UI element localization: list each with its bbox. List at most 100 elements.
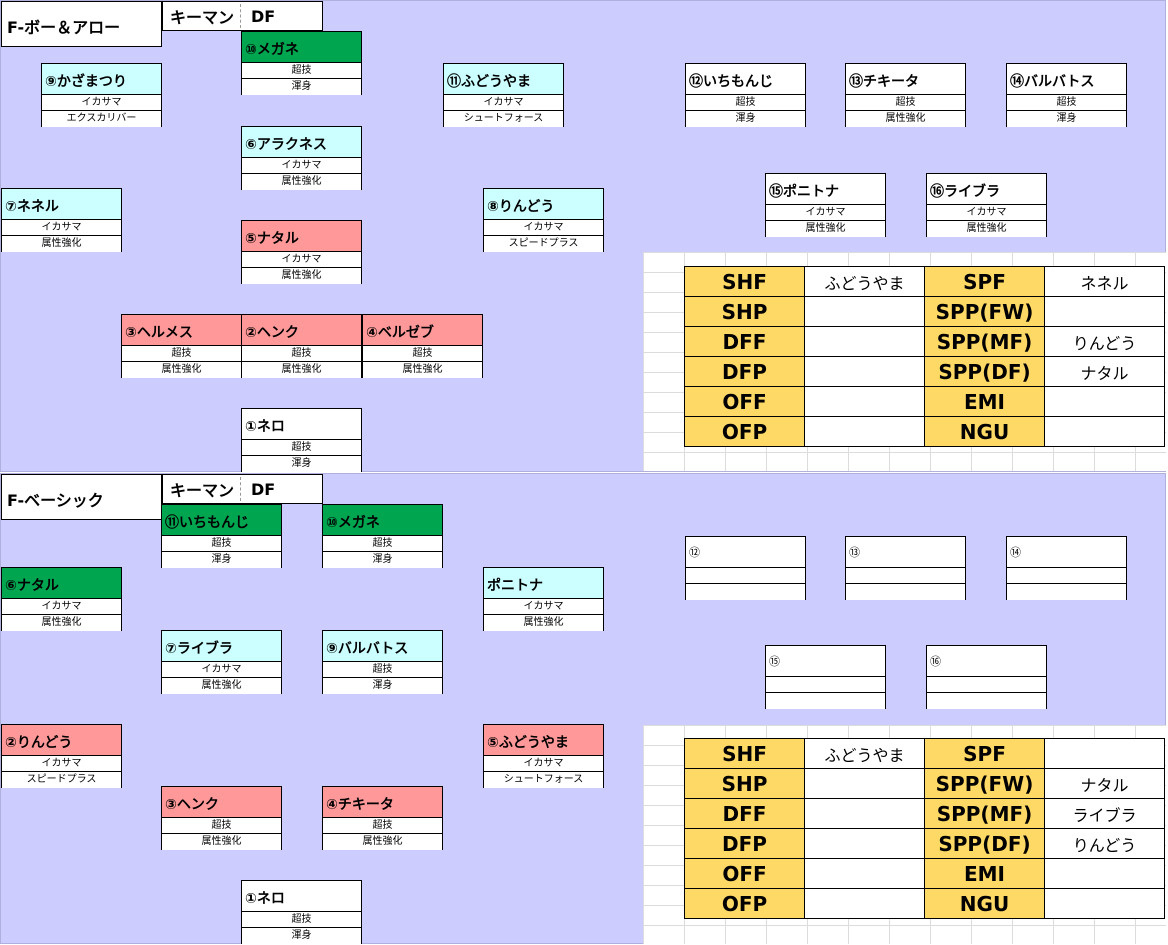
- stat-value[interactable]: [1044, 386, 1165, 417]
- player-skill[interactable]: イカサマ: [242, 158, 361, 174]
- player-skill[interactable]: [927, 693, 1046, 709]
- player-name[interactable]: ③ヘンク: [162, 787, 281, 818]
- player-skill[interactable]: 超技: [363, 346, 482, 362]
- player-skill[interactable]: 属性強化: [162, 834, 281, 850]
- player-skill[interactable]: 属性強化: [363, 362, 482, 378]
- player-card[interactable]: ⑪いちもんじ 超技 渾身: [161, 504, 282, 568]
- player-name[interactable]: ①ネロ: [242, 409, 361, 440]
- stat-label[interactable]: SPF: [924, 738, 1045, 769]
- player-card[interactable]: ⑦ネネル イカサマ 属性強化: [1, 188, 122, 252]
- stat-label[interactable]: OFP: [684, 888, 805, 919]
- player-name[interactable]: ⑬: [846, 537, 965, 568]
- player-skill[interactable]: 属性強化: [927, 221, 1046, 237]
- stat-value[interactable]: [804, 386, 925, 417]
- player-skill[interactable]: イカサマ: [2, 599, 121, 615]
- player-name[interactable]: ⑯: [927, 646, 1046, 677]
- keyman-box[interactable]: キーマン DF: [162, 474, 323, 504]
- stat-value[interactable]: [804, 326, 925, 357]
- player-card[interactable]: ⑨バルバトス 超技 渾身: [322, 630, 443, 694]
- stat-label[interactable]: EMI: [924, 386, 1045, 417]
- stat-label[interactable]: SPP(FW): [924, 296, 1045, 327]
- player-skill[interactable]: 属性強化: [484, 615, 603, 631]
- player-card[interactable]: ⑥アラクネス イカサマ 属性強化: [241, 126, 362, 190]
- player-name[interactable]: ⑧りんどう: [484, 189, 603, 220]
- keyman-value[interactable]: DF: [251, 6, 276, 26]
- stat-label[interactable]: OFF: [684, 386, 805, 417]
- player-skill[interactable]: 渾身: [242, 456, 361, 472]
- player-skill[interactable]: イカサマ: [2, 756, 121, 772]
- player-skill[interactable]: 属性強化: [323, 834, 442, 850]
- player-skill[interactable]: イカサマ: [484, 220, 603, 236]
- player-card[interactable]: ⑪ふどうやま イカサマ シュートフォース: [443, 63, 564, 127]
- stat-value[interactable]: ふどうやま: [804, 266, 925, 297]
- player-name[interactable]: ⑪ふどうやま: [444, 64, 563, 95]
- player-skill[interactable]: 渾身: [686, 111, 805, 127]
- player-card[interactable]: ⑯: [926, 645, 1047, 709]
- player-skill[interactable]: 超技: [323, 818, 442, 834]
- player-skill[interactable]: 超技: [323, 536, 442, 552]
- player-skill[interactable]: イカサマ: [484, 756, 603, 772]
- stat-value[interactable]: [804, 828, 925, 859]
- player-skill[interactable]: [766, 677, 885, 693]
- player-card[interactable]: ⑫: [685, 536, 806, 600]
- player-skill[interactable]: [1007, 584, 1126, 600]
- player-card[interactable]: ⑦ライブラ イカサマ 属性強化: [161, 630, 282, 694]
- player-card[interactable]: ⑥ナタル イカサマ 属性強化: [1, 567, 122, 631]
- player-name[interactable]: ⑦ライブラ: [162, 631, 281, 662]
- player-name[interactable]: ⑭バルバトス: [1007, 64, 1126, 95]
- stat-label[interactable]: DFP: [684, 828, 805, 859]
- stat-label[interactable]: SPP(DF): [924, 828, 1045, 859]
- stat-label[interactable]: SHP: [684, 296, 805, 327]
- player-card[interactable]: ④チキータ 超技 属性強化: [322, 786, 443, 850]
- stat-label[interactable]: SPP(DF): [924, 356, 1045, 387]
- player-name[interactable]: ②ヘンク: [242, 315, 361, 346]
- player-name[interactable]: ⑤ナタル: [242, 221, 361, 252]
- player-skill[interactable]: 超技: [1007, 95, 1126, 111]
- player-card[interactable]: ⑯ライブラ イカサマ 属性強化: [926, 173, 1047, 237]
- player-name[interactable]: ⑬チキータ: [846, 64, 965, 95]
- player-card[interactable]: ⑫いちもんじ 超技 渾身: [685, 63, 806, 127]
- stat-label[interactable]: DFF: [684, 798, 805, 829]
- player-name[interactable]: ポニトナ: [484, 568, 603, 599]
- stat-label[interactable]: SPP(MF): [924, 798, 1045, 829]
- player-card[interactable]: ③ヘルメス 超技 属性強化: [121, 314, 242, 378]
- player-name[interactable]: ⑥アラクネス: [242, 127, 361, 158]
- stat-label[interactable]: OFP: [684, 416, 805, 447]
- player-skill[interactable]: イカサマ: [42, 95, 161, 111]
- player-skill[interactable]: イカサマ: [2, 220, 121, 236]
- player-skill[interactable]: 渾身: [323, 678, 442, 694]
- player-skill[interactable]: 超技: [162, 536, 281, 552]
- player-name[interactable]: ⑩メガネ: [242, 32, 361, 63]
- player-card[interactable]: ③ヘンク 超技 属性強化: [161, 786, 282, 850]
- player-skill[interactable]: 超技: [323, 662, 442, 678]
- player-skill[interactable]: [846, 584, 965, 600]
- stat-label[interactable]: SPF: [924, 266, 1045, 297]
- player-skill[interactable]: 超技: [242, 440, 361, 456]
- stat-value[interactable]: りんどう: [1044, 326, 1165, 357]
- stat-label[interactable]: SPP(MF): [924, 326, 1045, 357]
- player-skill[interactable]: 属性強化: [242, 174, 361, 190]
- player-skill[interactable]: 渾身: [242, 928, 361, 944]
- stat-label[interactable]: DFP: [684, 356, 805, 387]
- player-skill[interactable]: シュートフォース: [484, 772, 603, 788]
- player-name[interactable]: ④チキータ: [323, 787, 442, 818]
- player-card[interactable]: ⑬チキータ 超技 属性強化: [845, 63, 966, 127]
- player-skill[interactable]: 超技: [122, 346, 241, 362]
- player-name[interactable]: ②りんどう: [2, 725, 121, 756]
- player-name[interactable]: ⑪いちもんじ: [162, 505, 281, 536]
- keyman-value[interactable]: DF: [251, 479, 276, 499]
- stat-label[interactable]: SHF: [684, 266, 805, 297]
- player-skill[interactable]: エクスカリバー: [42, 111, 161, 127]
- stat-value[interactable]: [804, 888, 925, 919]
- stat-value[interactable]: [1044, 416, 1165, 447]
- stat-value[interactable]: [804, 858, 925, 889]
- player-name[interactable]: ⑮: [766, 646, 885, 677]
- player-name[interactable]: ⑯ライブラ: [927, 174, 1046, 205]
- player-skill[interactable]: シュートフォース: [444, 111, 563, 127]
- player-card[interactable]: ②りんどう イカサマ スピードプラス: [1, 724, 122, 788]
- stat-label[interactable]: NGU: [924, 416, 1045, 447]
- stat-value[interactable]: [1044, 738, 1165, 769]
- player-card[interactable]: ①ネロ 超技 渾身: [241, 880, 362, 944]
- player-skill[interactable]: [1007, 568, 1126, 584]
- stat-value[interactable]: りんどう: [1044, 828, 1165, 859]
